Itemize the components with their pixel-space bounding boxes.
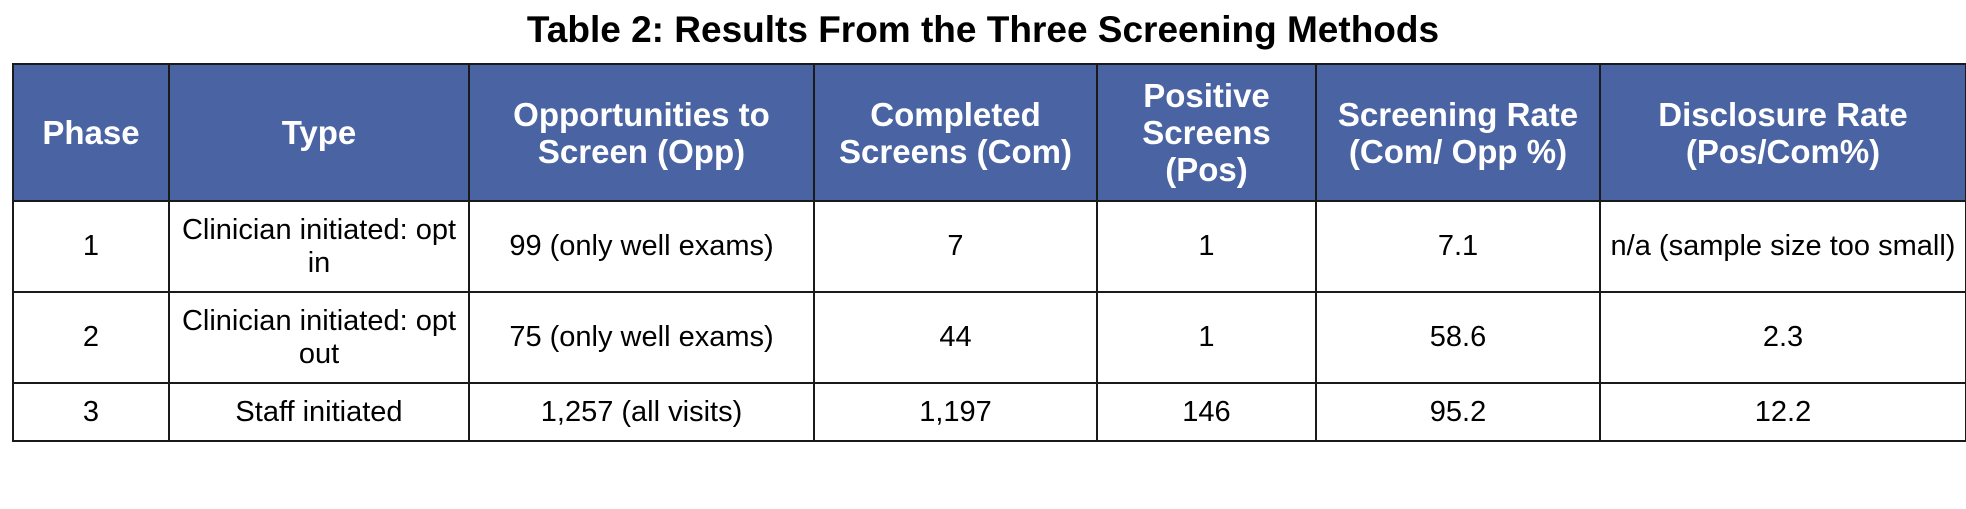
cell-screening-rate: 58.6 [1315, 291, 1601, 384]
header-phase: Phase [12, 63, 170, 202]
cell-screening-rate: 95.2 [1315, 382, 1601, 442]
results-table: Phase Type Opportunities to Screen (Opp)… [12, 63, 1966, 442]
cell-opportunities: 99 (only well exams) [468, 200, 815, 293]
cell-opportunities: 1,257 (all visits) [468, 382, 815, 442]
header-completed: Completed Screens (Com) [813, 63, 1098, 202]
cell-type: Clinician initiated: opt in [168, 200, 470, 293]
header-positive: Positive Screens (Pos) [1096, 63, 1317, 202]
cell-positive: 1 [1096, 291, 1317, 384]
cell-disclosure-rate: 2.3 [1599, 291, 1966, 384]
header-opportunities: Opportunities to Screen (Opp) [468, 63, 815, 202]
cell-type: Staff initiated [168, 382, 470, 442]
table-title: Table 2: Results From the Three Screenin… [526, 9, 1440, 50]
table-row: 3 Staff initiated 1,257 (all visits) 1,1… [12, 382, 1966, 442]
header-type: Type [168, 63, 470, 202]
cell-positive: 1 [1096, 200, 1317, 293]
table-row: 2 Clinician initiated: opt out 75 (only … [12, 291, 1966, 384]
cell-phase: 3 [12, 382, 170, 442]
cell-positive: 146 [1096, 382, 1317, 442]
cell-disclosure-rate: 12.2 [1599, 382, 1966, 442]
cell-phase: 2 [12, 291, 170, 384]
cell-opportunities: 75 (only well exams) [468, 291, 815, 384]
cell-completed: 7 [813, 200, 1098, 293]
table-row: 1 Clinician initiated: opt in 99 (only w… [12, 200, 1966, 293]
cell-phase: 1 [12, 200, 170, 293]
header-screening-rate: Screening Rate (Com/ Opp %) [1315, 63, 1601, 202]
cell-screening-rate: 7.1 [1315, 200, 1601, 293]
header-row: Phase Type Opportunities to Screen (Opp)… [12, 63, 1966, 202]
header-disclosure-rate: Disclosure Rate (Pos/Com%) [1599, 63, 1966, 202]
cell-disclosure-rate: n/a (sample size too small) [1599, 200, 1966, 293]
cell-completed: 44 [813, 291, 1098, 384]
cell-type: Clinician initiated: opt out [168, 291, 470, 384]
cell-completed: 1,197 [813, 382, 1098, 442]
